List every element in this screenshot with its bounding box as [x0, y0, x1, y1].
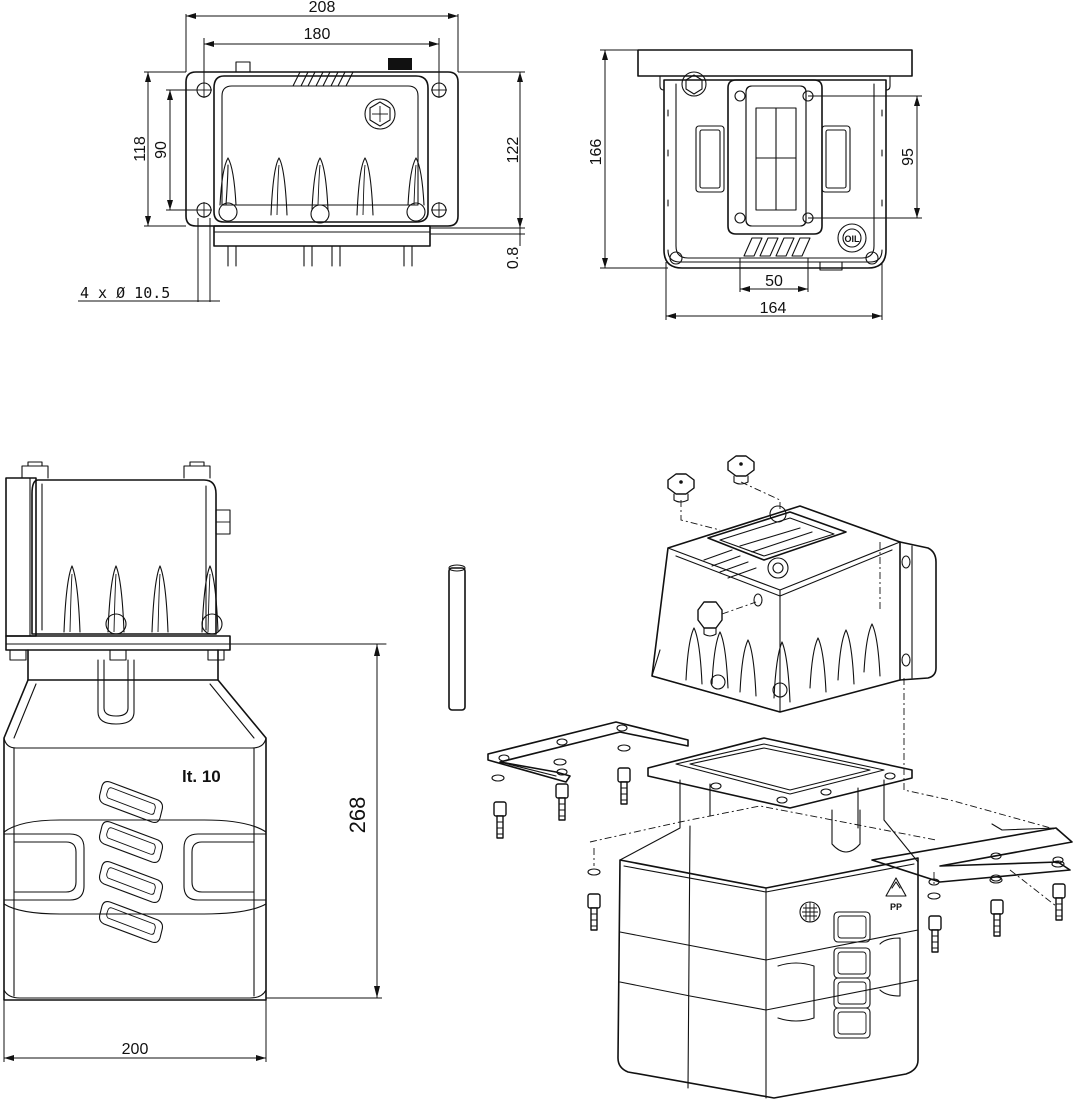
rib [219, 157, 237, 206]
screw-icon [990, 899, 1004, 937]
grip-slot [98, 780, 164, 824]
recycle-icon: PP [885, 877, 907, 912]
dim-holes-callout: 4 x Ø 10.5 [80, 284, 170, 302]
dim-slot-width: 50 [765, 273, 783, 290]
mount-hole [431, 202, 447, 218]
screw-icon [555, 783, 569, 821]
grip-slot [98, 820, 164, 864]
screw-icon [493, 801, 507, 839]
dim-hole-spacing-y: 90 [153, 141, 170, 159]
dim-overall-depth: 118 [132, 136, 149, 162]
dim-tank-width: 200 [122, 1041, 149, 1058]
exploded-view: PP [487, 455, 1073, 1099]
dim-offset: 0.8 [505, 247, 522, 269]
dim-side-hole-spacing: 95 [900, 148, 917, 166]
screw-icon [928, 915, 942, 953]
dim-overall-width: 208 [309, 0, 336, 16]
dim-base-width: 164 [760, 300, 787, 317]
dip-rod [448, 564, 466, 711]
screw-icon [617, 767, 631, 805]
top-view: 208 180 118 90 122 0.8 4 x Ø 10.5 [78, 0, 525, 302]
screw-icon [587, 893, 601, 931]
front-view: lt. 10 268 200 [3, 461, 387, 1062]
breather-plug-icon [667, 473, 695, 503]
dim-height-right: 122 [505, 137, 522, 164]
oil-plug-label: OIL [845, 234, 861, 244]
side-view: OIL 166 95 50 164 [588, 49, 922, 320]
capacity-label: lt. 10 [182, 767, 221, 786]
hex-plug-icon [681, 71, 707, 97]
grip-slot [98, 900, 164, 944]
mount-hole [196, 82, 212, 98]
mount-hole [431, 82, 447, 98]
dim-tank-height: 268 [345, 797, 370, 834]
hex-plug-icon [364, 98, 396, 130]
breather-plug-icon [727, 455, 755, 485]
dim-side-height: 166 [588, 139, 605, 166]
dim-hole-spacing-x: 180 [304, 26, 331, 43]
oil-plug-icon: OIL [837, 223, 867, 253]
recycle-label: PP [890, 902, 902, 912]
screw-icon [1052, 883, 1066, 921]
mount-hole [196, 202, 212, 218]
drain-plug-icon [697, 601, 723, 637]
grip-slot [98, 860, 164, 904]
